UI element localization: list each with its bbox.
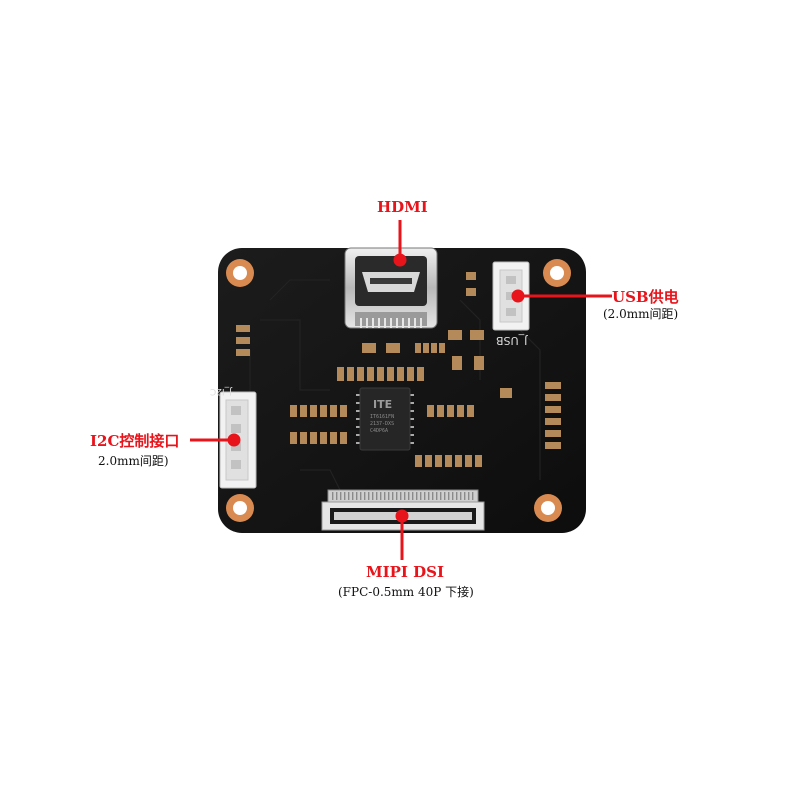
usb-power-label: USB供电 — [612, 288, 679, 306]
hdmi-connector — [344, 247, 438, 329]
smd-components — [236, 272, 561, 467]
mounting-hole-top-right — [543, 259, 571, 287]
mounting-hole-bottom-left — [226, 494, 254, 522]
i2c-control-label: I2C控制接口 — [90, 432, 180, 450]
mipi-fpc-connector — [321, 489, 485, 531]
mipi-dsi-spec: (FPC-0.5mm 40P 下接) — [338, 585, 474, 599]
usb-power-pitch: (2.0mm间距) — [603, 307, 679, 321]
chip-brand: ITE — [373, 398, 393, 411]
silkscreen-j-i2c: J_I2C — [210, 386, 232, 396]
mounting-hole-top-left — [226, 259, 254, 287]
mounting-holes — [226, 259, 571, 522]
silkscreen-j-usb: J_USB — [496, 334, 528, 347]
mounting-hole-bottom-right — [534, 494, 562, 522]
i2c-control-pitch: 2.0mm间距) — [98, 454, 169, 468]
bridge-ic-chip — [356, 387, 414, 451]
chip-marking-line-3: C4DP6A — [370, 428, 389, 434]
chip-marking-line-2: 2137-DXS — [370, 421, 395, 427]
mipi-dsi-label: MIPI DSI — [366, 563, 444, 581]
usb-power-connector — [492, 261, 530, 331]
chip-marking-line-1: IT6161FN — [370, 414, 395, 420]
hdmi-label: HDMI — [377, 198, 428, 216]
i2c-connector — [219, 391, 257, 489]
